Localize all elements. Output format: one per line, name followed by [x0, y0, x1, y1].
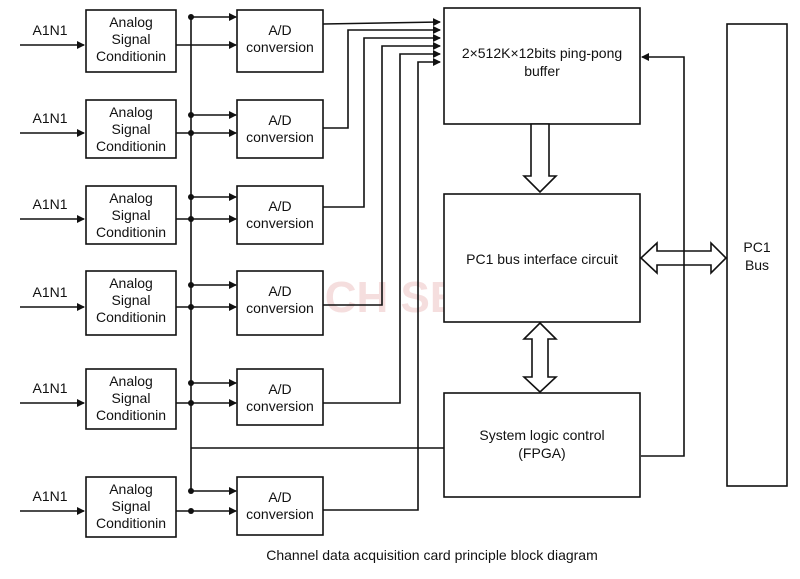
- ad-conversion-box: [236, 9, 324, 73]
- ad-to-buffer-line: [323, 34, 441, 208]
- conditioner-label-line: Conditionin: [96, 224, 166, 240]
- input-label: A1N1: [32, 380, 67, 396]
- input-label: A1N1: [32, 22, 67, 38]
- ad-to-buffer-line: [323, 42, 441, 306]
- conditioner-label-line: Signal: [112, 498, 151, 514]
- ad-label-line: conversion: [246, 506, 314, 522]
- buffer-to-interface-arrow: [522, 123, 558, 194]
- ad-to-buffer-line: [323, 26, 441, 129]
- conditioner-label-line: Signal: [112, 207, 151, 223]
- conditioner-label-line: Conditionin: [96, 138, 166, 154]
- conditioner-label-line: Analog: [109, 104, 153, 120]
- ad-conversion-box: [236, 99, 324, 159]
- logic-to-buffer-control-line: [641, 53, 685, 457]
- junction-dot: [188, 508, 194, 514]
- input-label: A1N1: [32, 196, 67, 212]
- input-label: A1N1: [32, 110, 67, 126]
- conditioner-label-line: Analog: [109, 373, 153, 389]
- bus-interface-label: PC1 bus interface circuit: [466, 251, 618, 267]
- ad-to-buffer-line: [323, 58, 441, 511]
- ad-to-buffer-line: [323, 50, 441, 404]
- conditioner-label-line: Signal: [112, 31, 151, 47]
- conditioner-label-line: Analog: [109, 14, 153, 30]
- interface-logic-double-arrow: [521, 321, 559, 394]
- ad-label-line: conversion: [246, 129, 314, 145]
- pc-bus-box: [726, 23, 788, 487]
- ad-to-buffer-line: [322, 18, 441, 27]
- signal-conditioning-box: [85, 368, 177, 430]
- ad-conversion-box: [236, 270, 324, 336]
- bus-interface-box: [443, 193, 641, 323]
- logic-control-box: [443, 392, 641, 498]
- pingpong-buffer-box: [443, 7, 641, 125]
- ad-label-line: A/D: [268, 489, 291, 505]
- conditioner-label-line: Conditionin: [96, 48, 166, 64]
- conditioner-label-line: Analog: [109, 481, 153, 497]
- ad-label-line: conversion: [246, 300, 314, 316]
- conditioner-label-line: Analog: [109, 275, 153, 291]
- conditioner-label-line: Conditionin: [96, 407, 166, 423]
- ad-label-line: A/D: [268, 112, 291, 128]
- signal-conditioning-box: [85, 9, 177, 73]
- input-label: A1N1: [32, 284, 67, 300]
- logic-label-line1: System logic control: [479, 427, 604, 443]
- signal-conditioning-box: [85, 185, 177, 245]
- ad-conversion-box: [236, 368, 324, 426]
- input-label: A1N1: [32, 488, 67, 504]
- buffer-label-line2: buffer: [524, 63, 560, 79]
- ad-label-line: A/D: [268, 198, 291, 214]
- ad-label-line: A/D: [268, 22, 291, 38]
- logic-label-line2: (FPGA): [518, 445, 565, 461]
- buffer-label-line1: 2×512K×12bits ping-pong: [462, 45, 622, 61]
- conditioner-label-line: Signal: [112, 121, 151, 137]
- conditioner-label-line: Signal: [112, 390, 151, 406]
- signal-conditioning-box: [85, 270, 177, 336]
- pc-bus-label-line1: PC1: [743, 239, 770, 255]
- conditioner-label-line: Conditionin: [96, 515, 166, 531]
- signal-conditioning-box: [85, 476, 177, 538]
- ad-label-line: conversion: [246, 398, 314, 414]
- conditioner-label-line: Signal: [112, 292, 151, 308]
- diagram-caption: Channel data acquisition card principle …: [266, 547, 598, 563]
- ad-conversion-box: [236, 185, 324, 245]
- signal-conditioning-box: [85, 99, 177, 159]
- ad-label-line: A/D: [268, 381, 291, 397]
- ad-label-line: conversion: [246, 215, 314, 231]
- pc-bus-label-line2: Bus: [745, 257, 769, 273]
- conditioner-label-line: Conditionin: [96, 309, 166, 325]
- ad-conversion-box: [236, 476, 324, 536]
- ad-label-line: A/D: [268, 283, 291, 299]
- conditioner-label-line: Analog: [109, 190, 153, 206]
- ad-label-line: conversion: [246, 39, 314, 55]
